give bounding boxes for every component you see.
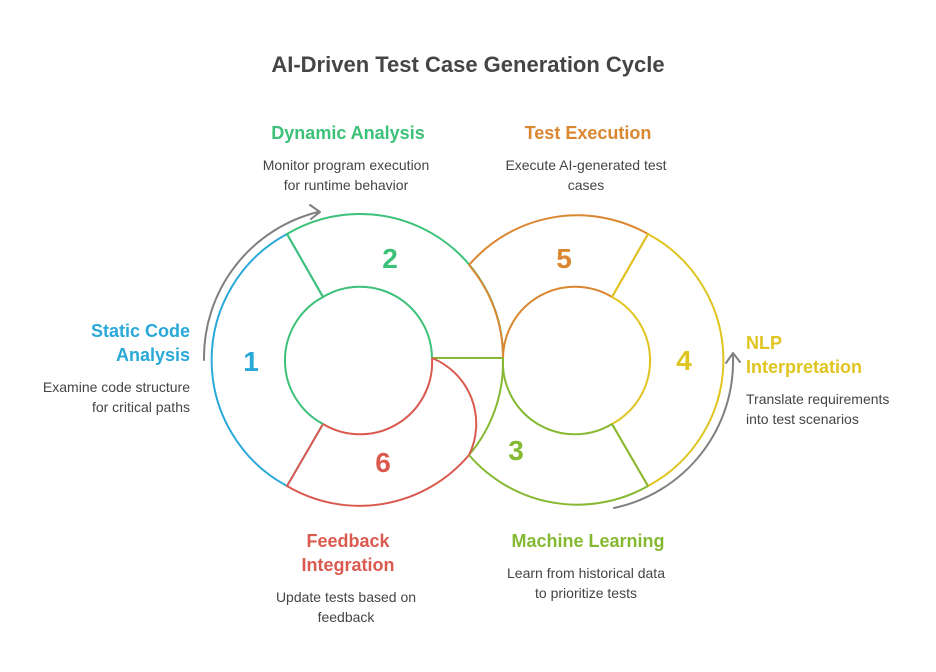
segment-5-edge bbox=[468, 264, 505, 359]
step-6-label: Feedback Integration bbox=[301, 531, 395, 575]
step-1-number: 1 bbox=[243, 346, 259, 377]
step-2-number: 2 bbox=[382, 243, 398, 274]
step-4-label: NLP Interpretation bbox=[746, 333, 863, 377]
step-5-description: Execute AI-generated test cases bbox=[505, 157, 667, 193]
left-inner-arc bbox=[283, 296, 324, 425]
step-3-label: Machine Learning bbox=[511, 531, 665, 551]
step-2-description: Monitor program execution for runtime be… bbox=[262, 157, 430, 193]
step-6-description: Update tests based on feedback bbox=[275, 589, 417, 625]
step-4-number: 4 bbox=[676, 345, 692, 376]
segment-6 bbox=[285, 357, 470, 507]
step-1-description: Examine code structure for critical path… bbox=[42, 379, 190, 415]
step-4-description: Translate requirements into test scenari… bbox=[746, 391, 890, 427]
segment-3-red-link bbox=[431, 357, 478, 456]
step-3-number: 3 bbox=[508, 435, 524, 466]
segment-2 bbox=[285, 212, 505, 359]
segment-3 bbox=[432, 357, 649, 506]
step-3-description: Learn from historical data to prioritize… bbox=[507, 565, 665, 601]
diagram-title: AI-Driven Test Case Generation Cycle bbox=[271, 52, 665, 77]
segment-4 bbox=[610, 232, 725, 488]
step-5-label: Test Execution bbox=[524, 123, 652, 143]
step-5-number: 5 bbox=[556, 243, 572, 274]
cycle-arrow-right-icon bbox=[613, 355, 735, 509]
segment-5 bbox=[468, 214, 650, 359]
segment-1 bbox=[210, 233, 324, 487]
step-1-label: Static Code Analysis bbox=[90, 321, 190, 365]
step-2-label: Dynamic Analysis bbox=[271, 123, 425, 143]
cycle-arrow-left-icon bbox=[202, 211, 319, 361]
step-6-number: 6 bbox=[375, 447, 391, 478]
